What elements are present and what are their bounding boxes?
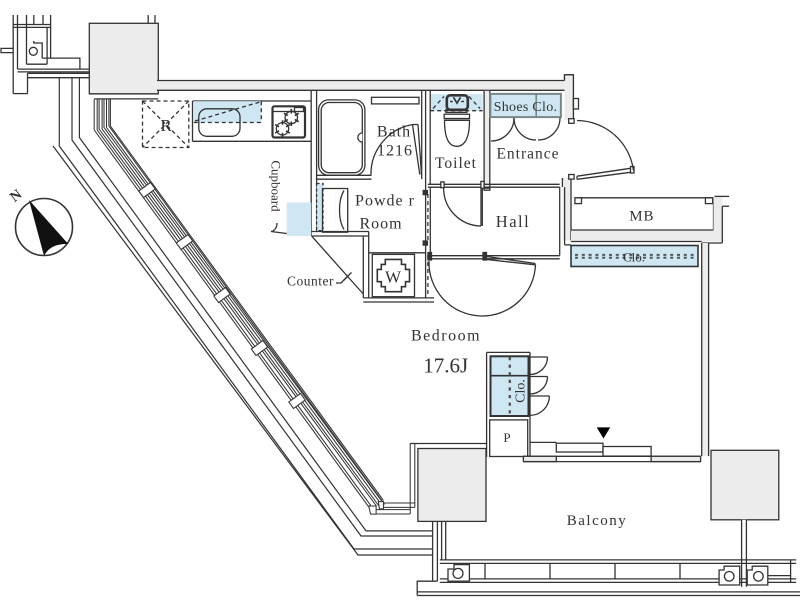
svg-text:Counter: Counter — [287, 274, 334, 289]
svg-text:Shoes Clo.: Shoes Clo. — [494, 100, 558, 115]
svg-text:Toilet: Toilet — [435, 155, 477, 172]
svg-text:Room: Room — [359, 216, 402, 233]
svg-text:Clo.: Clo. — [623, 250, 645, 265]
svg-text:MB: MB — [629, 209, 654, 225]
svg-text:Balcony: Balcony — [567, 513, 628, 529]
svg-text:Bedroom: Bedroom — [411, 328, 481, 345]
svg-text:Powde r: Powde r — [355, 193, 415, 210]
svg-text:1216: 1216 — [377, 143, 413, 160]
svg-text:P: P — [503, 430, 510, 445]
svg-text:W: W — [385, 268, 402, 287]
svg-text:R: R — [160, 116, 172, 135]
svg-text:Clo.: Clo. — [514, 379, 529, 403]
svg-text:N: N — [7, 186, 26, 205]
svg-text:Cupboard: Cupboard — [269, 160, 284, 212]
svg-text:17.6J: 17.6J — [423, 354, 468, 378]
svg-text:Bath: Bath — [377, 124, 411, 141]
svg-text:Hall: Hall — [496, 212, 530, 231]
svg-text:Entrance: Entrance — [496, 146, 559, 163]
